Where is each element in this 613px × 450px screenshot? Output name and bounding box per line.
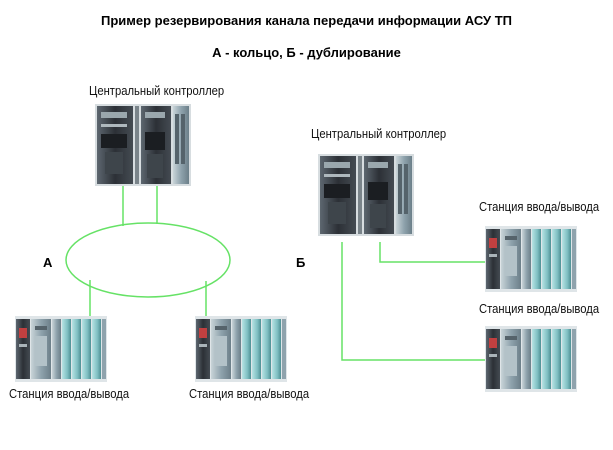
controller-label-b: Центральный контроллер: [311, 127, 447, 141]
io-station-a-left: [15, 316, 107, 382]
central-controller-a: [95, 104, 191, 186]
ring-network: [65, 222, 231, 298]
io-station-a-right: [195, 316, 287, 382]
link-b-station-bottom: [341, 242, 486, 361]
io-station-b-bottom: [485, 326, 577, 392]
link-b-station-top: [379, 242, 486, 263]
station-label-b-bottom: Станция ввода/вывода: [479, 302, 600, 316]
station-label-b-top: Станция ввода/вывода: [479, 200, 600, 214]
station-label-a-left: Станция ввода/вывода: [9, 387, 130, 401]
diagram-letter-a: А: [43, 255, 53, 270]
controller-label-a: Центральный контроллер: [89, 84, 225, 98]
diagram-letter-b: Б: [296, 255, 306, 270]
diagram-title: Пример резервирования канала передачи ин…: [100, 13, 513, 28]
central-controller-b: [318, 154, 414, 236]
diagram-subtitle: А - кольцо, Б - дублирование: [212, 45, 401, 60]
io-station-b-top: [485, 226, 577, 292]
station-label-a-right: Станция ввода/вывода: [189, 387, 310, 401]
